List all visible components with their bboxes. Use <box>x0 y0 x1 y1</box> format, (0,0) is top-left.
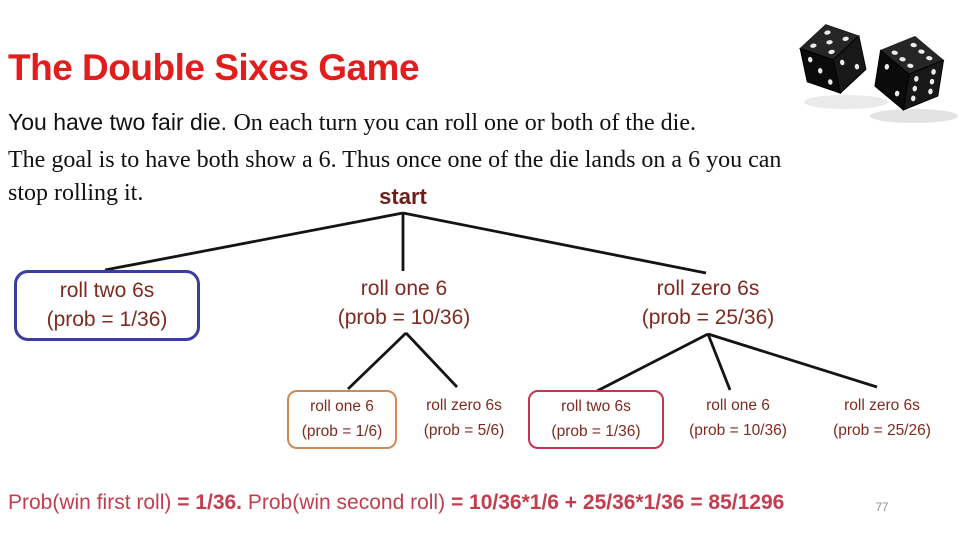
node-prob: (prob = 25/36) <box>641 306 775 329</box>
node-roll-zero-6s-2: roll zero 6s (prob = 5/6) <box>407 393 521 443</box>
tree-edge <box>706 333 732 391</box>
tree-edge <box>347 331 407 391</box>
node-label: roll zero 6s <box>426 397 502 414</box>
node-roll-zero-6s-3: roll zero 6s (prob = 25/26) <box>810 393 954 443</box>
node-label: roll two 6s <box>59 279 155 302</box>
tree-edge <box>707 332 878 389</box>
dice-icon <box>786 2 958 126</box>
node-roll-one-6-2: roll one 6 (prob = 10/36) <box>668 393 808 443</box>
die-left-icon <box>799 24 867 95</box>
footer-part: Prob(win second roll) <box>247 491 451 514</box>
node-prob: (prob = 1/36) <box>551 423 641 440</box>
node-prob: (prob = 1/36) <box>46 308 168 331</box>
node-prob: (prob = 25/26) <box>833 422 931 439</box>
node-label: roll one 6 <box>706 397 770 414</box>
tree-edge <box>404 332 459 388</box>
probability-summary: Prob(win first roll) = 1/36. Prob(win se… <box>8 491 784 515</box>
node-roll-one-6: roll one 6 (prob = 10/36) <box>315 274 493 332</box>
intro-text: You have two fair die. On each turn you … <box>8 109 696 137</box>
node-label: roll two 6s <box>561 398 631 415</box>
intro-text-serif: On each turn you can roll one or both of… <box>233 110 696 136</box>
node-label: roll zero 6s <box>656 277 760 300</box>
page-number: 77 <box>875 502 889 514</box>
tree-edge <box>104 211 404 272</box>
die-right-icon <box>874 35 945 111</box>
tree-edge <box>402 211 707 275</box>
node-roll-one-6-boxed-orange: roll one 6 (prob = 1/6) <box>287 390 397 449</box>
node-label: roll one 6 <box>310 398 374 415</box>
node-roll-two-6s-boxed-crimson: roll two 6s (prob = 1/36) <box>528 390 664 449</box>
slide-title: The Double Sixes Game <box>8 46 420 88</box>
footer-part: = 1/36. <box>177 491 248 514</box>
tree-root-start: start <box>379 184 427 209</box>
node-roll-zero-6s: roll zero 6s (prob = 25/36) <box>618 274 798 332</box>
goal-text-line2: stop rolling it. <box>8 180 144 206</box>
two-black-dice-icon <box>799 24 958 123</box>
node-label: roll one 6 <box>360 277 448 300</box>
goal-text: The goal is to have both show a 6. Thus … <box>8 144 956 210</box>
node-label: roll zero 6s <box>844 397 920 414</box>
intro-text-sans: You have two fair die. <box>8 109 234 135</box>
node-prob: (prob = 10/36) <box>689 422 787 439</box>
node-prob: (prob = 5/6) <box>423 422 505 439</box>
goal-text-line1: The goal is to have both show a 6. Thus … <box>8 147 782 173</box>
node-roll-two-6s-boxed-blue: roll two 6s (prob = 1/36) <box>14 270 200 341</box>
tree-edge <box>596 332 709 393</box>
footer-part: = 10/36*1/6 + 25/36*1/36 = 85/1296 <box>450 491 785 514</box>
node-prob: (prob = 1/6) <box>301 423 383 440</box>
node-prob: (prob = 10/36) <box>337 306 471 329</box>
footer-part: Prob(win first roll) <box>8 491 178 514</box>
